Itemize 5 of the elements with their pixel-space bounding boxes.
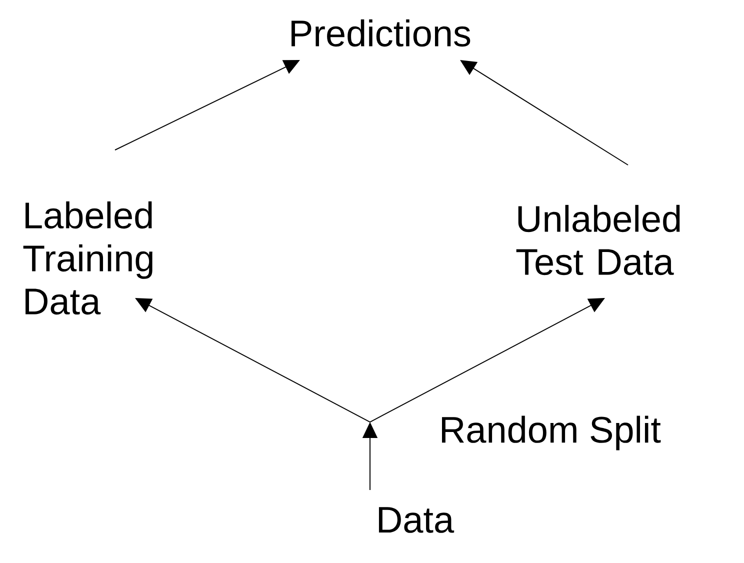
text-label: Random Split (442, 416, 661, 450)
text-label: Predictions (292, 19, 470, 47)
text-label: Labeled Training Data (23, 201, 152, 315)
text-label: Unlabeled Test Data (516, 204, 680, 276)
text-label: Data (378, 507, 454, 533)
